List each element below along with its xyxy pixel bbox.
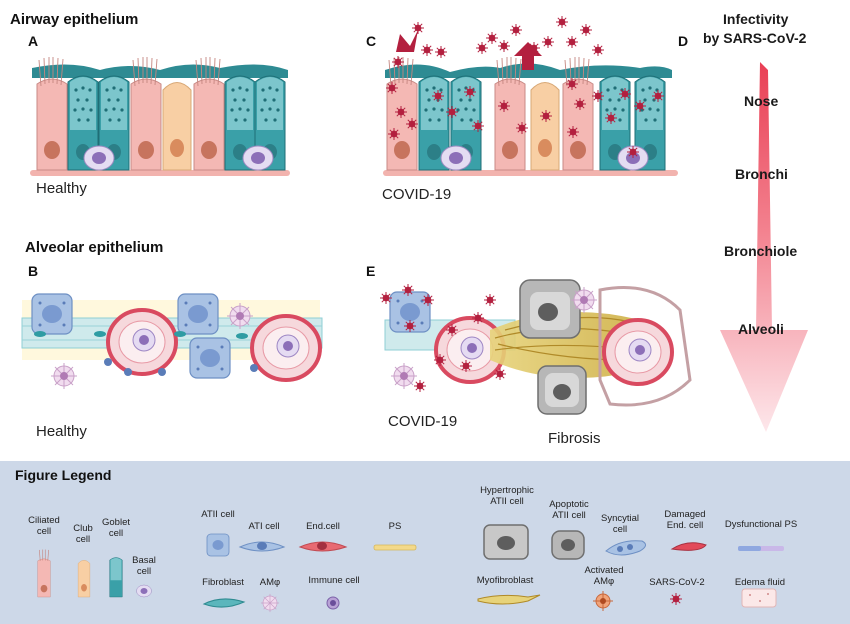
airway-healthy-illustration [30,56,290,176]
legend-basal-line1: Basal [132,555,156,566]
legend-sars-label: SARS-CoV-2 [649,577,705,588]
legend-ciliated-label: Ciliated cell [24,515,64,537]
legend-hypertrophic-line1: Hypertrophic [480,485,534,496]
legend-end-cell-label: End.cell [306,521,340,532]
legend-activated-line1: Activated [584,565,624,576]
legend-damaged-line1: Damaged [664,509,706,520]
legend-syncytial-line1: Syncytial [600,513,639,524]
legend-goblet-line2: cell [108,528,124,539]
infectivity-gradient-arrow [720,62,808,432]
legend-myofibroblast-label: Myofibroblast [476,575,534,586]
legend-hypertrophic-label: Hypertrophic ATII cell [476,485,538,507]
caption-e-covid: COVID-19 [388,413,458,430]
alveolar-covid-fibrosis-illustration [379,279,692,415]
legend-basal-line2: cell [136,566,152,577]
diagram-canvas [21,15,808,432]
caption-c-covid: COVID-19 [382,186,452,203]
legend-immune-label: Immune cell [308,575,360,586]
legend-damaged-label: Damaged End. cell [660,509,710,531]
legend-syncytial-label: Syncytial cell [598,513,642,535]
legend-atii-label: ATII cell [201,509,235,520]
infectivity-level-nose: Nose [744,93,779,109]
infectivity-title-line2: by SARS-CoV-2 [703,30,807,46]
legend-ati-label: ATI cell [248,521,280,532]
legend-apoptotic-label: Apoptotic ATII cell [544,499,594,521]
legend-icons [37,524,784,613]
infectivity-level-bronchi: Bronchi [735,166,788,182]
legend-ps-label: PS [388,521,402,532]
legend-apoptotic-line2: ATII cell [552,510,586,521]
panel-label-c: C [366,33,377,49]
legend-activated-label: Activated AMφ [580,565,628,587]
caption-e-fibrosis: Fibrosis [548,430,601,447]
legend-damaged-line2: End. cell [666,520,704,531]
legend-fibroblast-label: Fibroblast [202,577,244,588]
legend-edema-label: Edema fluid [734,577,786,588]
caption-b-healthy: Healthy [36,423,87,440]
panel-label-a: A [28,33,39,49]
legend-title: Figure Legend [15,467,112,483]
legend-amphi-label: AMφ [259,577,281,588]
airway-epithelium-title: Airway epithelium [10,11,139,28]
legend-basal-label: Basal cell [128,555,160,577]
panel-label-d: D [678,33,689,49]
legend-ciliated-line1: Ciliated [28,515,60,526]
legend-club-line1: Club [73,523,93,534]
airway-covid-illustration [383,15,678,176]
panel-label-b: B [28,263,39,279]
alveolar-healthy-illustration [21,293,323,390]
legend-club-line2: cell [75,534,91,545]
legend-ciliated-line2: cell [36,526,52,537]
caption-a-healthy: Healthy [36,180,87,197]
infectivity-level-bronchiole: Bronchiole [724,243,798,259]
legend-activated-line2: AMφ [593,576,615,587]
panel-label-e: E [366,263,376,279]
infectivity-title-line1: Infectivity [723,11,789,27]
figure-legend: Figure Legend [0,461,850,624]
legend-club-label: Club cell [66,523,100,545]
infectivity-level-alveoli: Alveoli [738,321,784,337]
legend-goblet-label: Goblet cell [98,517,134,539]
legend-goblet-line1: Goblet [102,517,130,528]
legend-apoptotic-line1: Apoptotic [549,499,589,510]
alveolar-epithelium-title: Alveolar epithelium [25,239,164,256]
legend-dysfunctional-ps-label: Dysfunctional PS [724,519,798,530]
legend-syncytial-line2: cell [612,524,628,535]
legend-hypertrophic-line2: ATII cell [490,496,524,507]
